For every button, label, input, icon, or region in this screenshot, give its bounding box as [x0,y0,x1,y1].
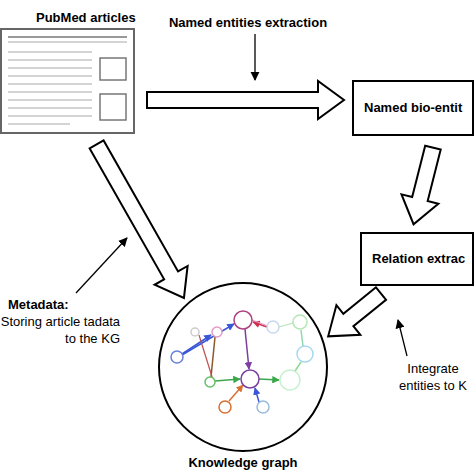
node-text: Relation extrac [372,251,465,267]
note-label: Metadata: [8,296,98,313]
edge-label: Named entities extraction [148,14,348,31]
callout-arrow [398,320,407,356]
node-text: PubMed articles [0,10,140,28]
process-box: Relation extrac [360,232,474,286]
block-arrow [147,81,344,119]
callout-arrow [254,34,255,80]
callout-arrow [76,238,127,293]
shape-symbol [1,29,134,133]
graph-illustration [155,282,331,452]
edge-label: Integrate entities to K [392,360,474,394]
edge-label: Storing article tadata to the KG [0,313,120,347]
shape-symbol [159,283,327,451]
block-arrow [328,287,386,336]
graph-circle-node: Knowledge graph [155,282,331,471]
process-box: Named bio-entit [352,80,474,136]
node-text: Named bio-entit [364,100,462,116]
document-node: PubMed articles [0,10,140,134]
document-illustration [0,28,135,134]
block-arrow [402,146,441,225]
node-text: Knowledge graph [155,455,331,471]
block-arrow [90,140,188,297]
shape-outline [0,28,135,134]
shape-outline [155,282,331,452]
